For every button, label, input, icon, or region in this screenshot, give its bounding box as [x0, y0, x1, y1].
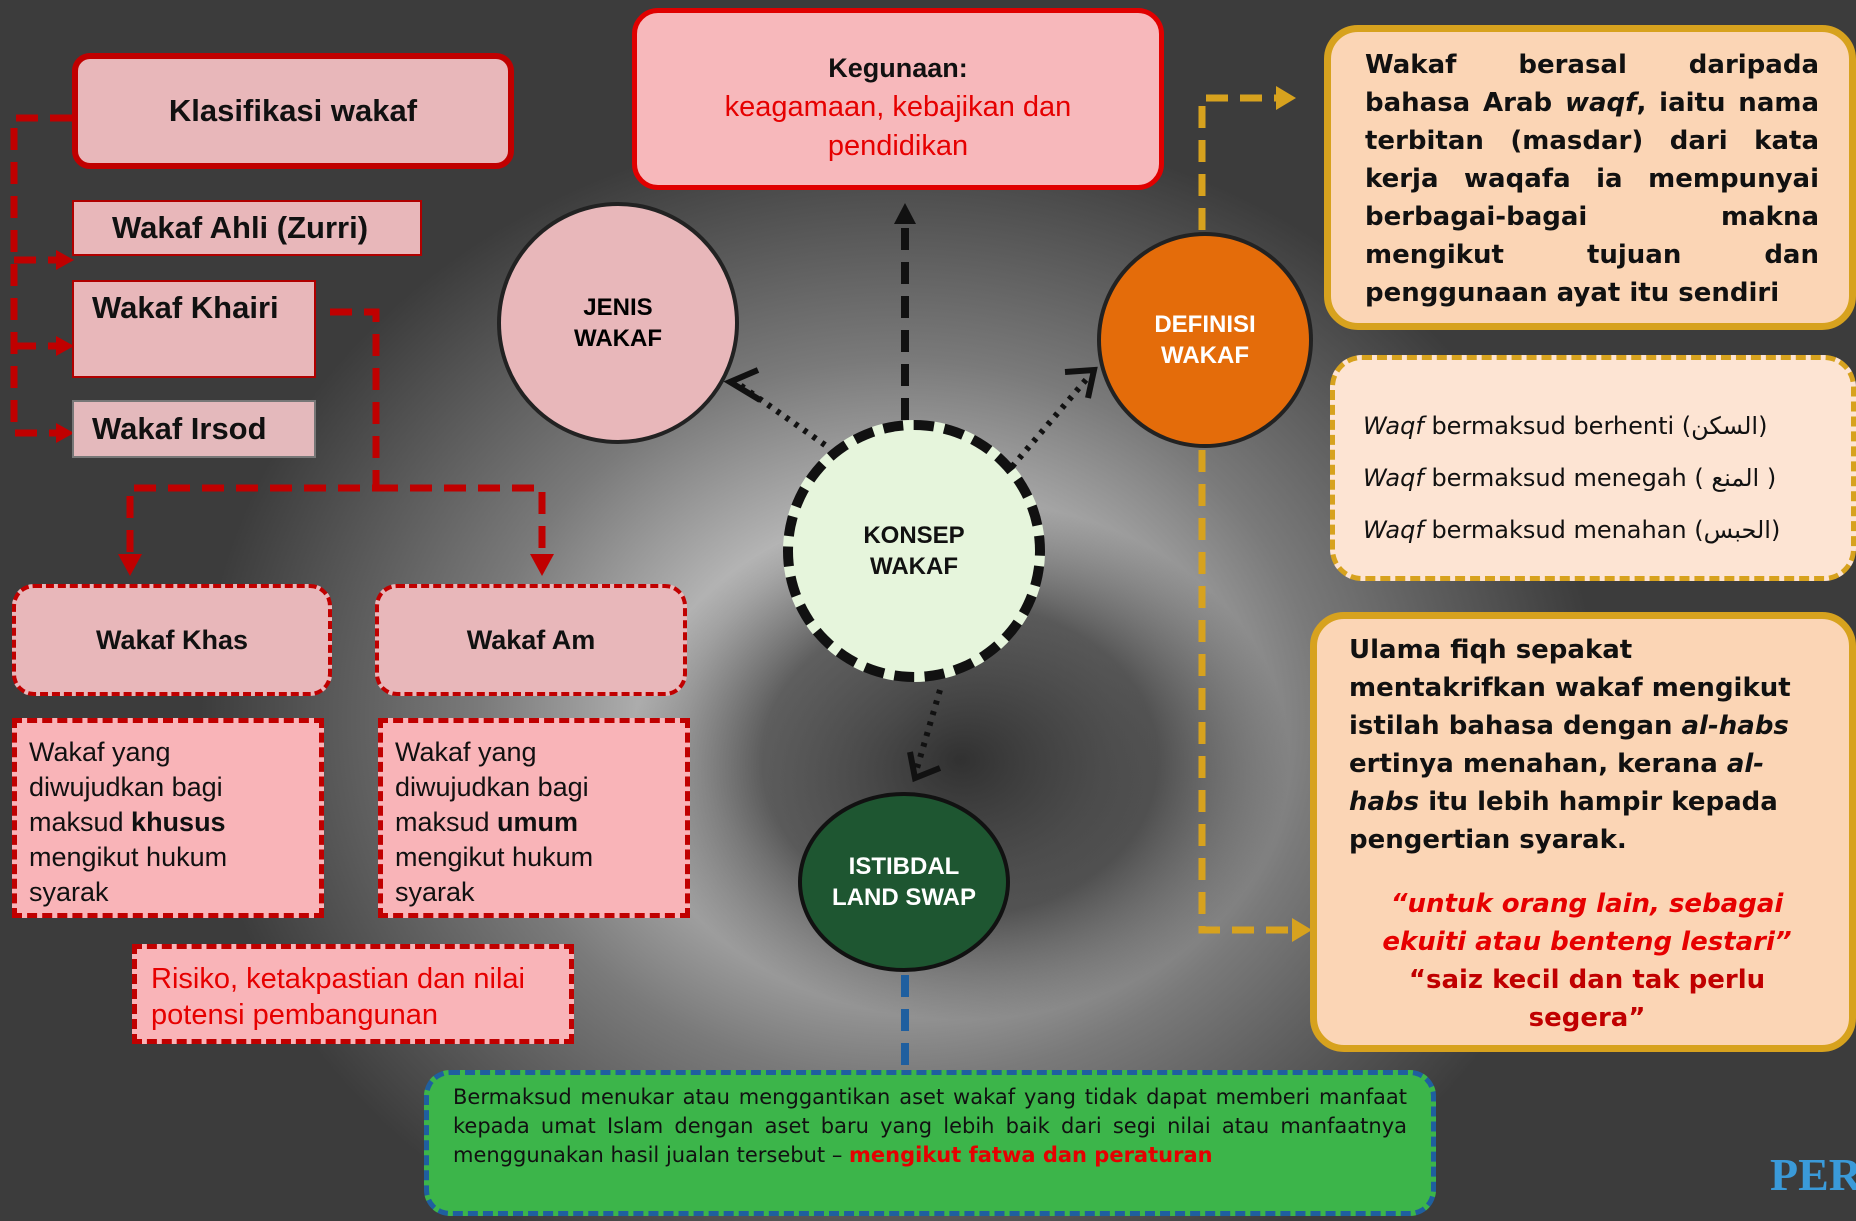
am-desc-a: Wakaf yang diwujudkan bagi maksud [395, 737, 589, 837]
wakaf-khairi-label: Wakaf Khairi [92, 290, 279, 325]
risiko-label: Risiko, ketakpastian dan nilai potensi p… [151, 963, 525, 1031]
am-desc-b: umum [497, 807, 579, 837]
konsep-wakaf-circle: KONSEP WAKAF [783, 420, 1045, 682]
kegunaan-title: Kegunaan: [828, 53, 968, 83]
meaning-2-text: bermaksud menegah ( المنع ) [1423, 464, 1777, 492]
meanings-box: Waqf bermaksud berhenti (السكن) Waqf ber… [1330, 355, 1856, 581]
konsep-line2: WAKAF [870, 553, 958, 580]
meaning-3: Waqf bermaksud menahan (الحبس) [1363, 504, 1837, 556]
istibdal-line2: LAND SWAP [832, 884, 976, 911]
risiko-box: Risiko, ketakpastian dan nilai potensi p… [132, 944, 574, 1044]
istibdal-desc-a: Bermaksud menukar atau menggantikan aset… [453, 1085, 1407, 1167]
definisi-line2: WAKAF [1161, 342, 1249, 369]
meaning-3-text: bermaksud menahan (الحبس) [1423, 516, 1781, 544]
jenis-line2: WAKAF [574, 325, 662, 352]
ulama-b: al-habs [1681, 711, 1789, 741]
ulama-c: ertinya menahan, kerana [1349, 749, 1727, 779]
wakaf-ahli-label: Wakaf Ahli (Zurri) [112, 210, 369, 245]
wakaf-irsod-label: Wakaf Irsod [92, 411, 267, 446]
kegunaan-text: keagamaan, kebajikan dan pendidikan [724, 91, 1072, 162]
ulama-quote-1: “untuk orang lain, sebagai ekuiti atau b… [1382, 889, 1792, 957]
istibdal-desc-b: mengikut fatwa dan peraturan [849, 1143, 1213, 1167]
wakaf-irsod-box: Wakaf Irsod [72, 400, 316, 458]
klasifikasi-label: Klasifikasi wakaf [168, 93, 418, 128]
kegunaan-box: Kegunaan: keagamaan, kebajikan dan pendi… [632, 8, 1164, 190]
ulama-text: Ulama fiqh sepakat mentakrifkan wakaf me… [1349, 631, 1825, 859]
istibdal-line1: ISTIBDAL [848, 853, 960, 880]
def-c: , iaitu nama terbitan (masdar) dari kata… [1365, 88, 1820, 308]
meaning-1: Waqf bermaksud berhenti (السكن) [1363, 400, 1837, 452]
jenis-line1: JENIS [583, 294, 653, 321]
wakaf-khas-label: Wakaf Khas [95, 624, 249, 655]
istibdal-circle: ISTIBDAL LAND SWAP [798, 792, 1010, 972]
konsep-line1: KONSEP [863, 522, 965, 549]
def-a: Wakaf berasal daripada bahasa Arab [1365, 50, 1819, 118]
istibdal-description: Bermaksud menukar atau menggantikan aset… [424, 1070, 1436, 1216]
ulama-e: itu lebih hampir kepada pengertian syara… [1349, 787, 1778, 855]
klasifikasi-box: Klasifikasi wakaf [72, 53, 514, 169]
meaning-1-word: Waqf [1363, 412, 1424, 440]
khas-desc-c: mengikut hukum syarak [29, 842, 228, 907]
am-description: Wakaf yang diwujudkan bagi maksud umum m… [378, 718, 690, 918]
am-desc-c: mengikut hukum syarak [395, 842, 594, 907]
ulama-box: Ulama fiqh sepakat mentakrifkan wakaf me… [1310, 612, 1856, 1052]
logo-text: PER [1770, 1149, 1856, 1200]
ulama-a: Ulama fiqh sepakat mentakrifkan wakaf me… [1349, 635, 1791, 741]
definisi-line1: DEFINISI [1154, 311, 1256, 338]
wakaf-ahli-box: Wakaf Ahli (Zurri) [72, 200, 422, 256]
wakaf-am-label: Wakaf Am [466, 624, 596, 655]
khas-description: Wakaf yang diwujudkan bagi maksud khusus… [12, 718, 324, 918]
khas-desc-a: Wakaf yang diwujudkan bagi maksud [29, 737, 223, 837]
meaning-2: Waqf bermaksud menegah ( المنع ) [1363, 452, 1837, 504]
definisi-wakaf-circle: DEFINISI WAKAF [1097, 232, 1313, 448]
definition-box: Wakaf berasal daripada bahasa Arab waqf,… [1324, 25, 1856, 330]
wakaf-am-box: Wakaf Am [375, 584, 687, 696]
logo: PER [1770, 1148, 1856, 1201]
wakaf-khairi-box: Wakaf Khairi [72, 280, 316, 378]
def-b: waqf [1564, 88, 1637, 118]
meaning-2-word: Waqf [1363, 464, 1424, 492]
jenis-wakaf-circle: JENIS WAKAF [497, 202, 739, 444]
ulama-d: al-habs [1349, 749, 1765, 817]
meaning-3-word: Waqf [1363, 516, 1424, 544]
khas-desc-b: khusus [131, 807, 226, 837]
meaning-1-text: bermaksud berhenti (السكن) [1423, 412, 1768, 440]
ulama-quote-2: “saiz kecil dan tak perlu segera” [1408, 965, 1766, 1033]
wakaf-khas-box: Wakaf Khas [12, 584, 332, 696]
